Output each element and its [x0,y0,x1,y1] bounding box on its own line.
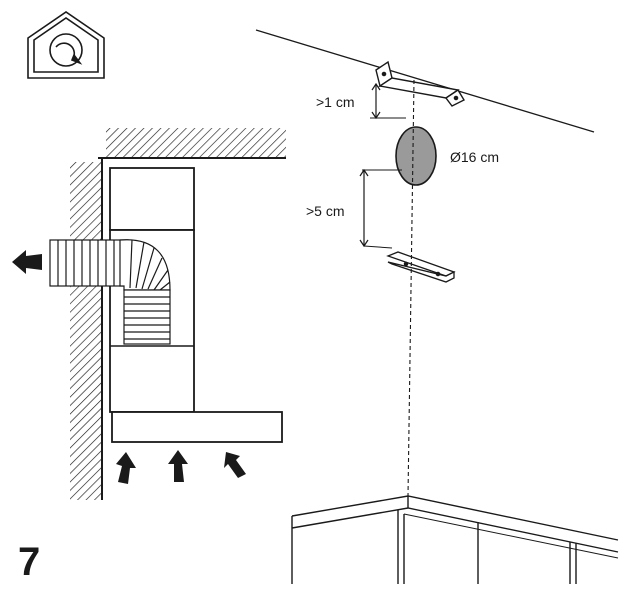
gap-bottom-label: >5 cm [306,203,345,219]
duct-section [395,126,437,186]
centre-line [407,79,415,497]
ceiling-perspective-line [255,29,595,133]
airflow-arrow-icon [168,450,188,482]
step-number: 7 [18,540,41,584]
cabinet-perspective [291,495,619,584]
wall-hatch [70,162,102,500]
flexible-duct-vertical [123,289,171,345]
ceiling-hatch [106,128,286,158]
dimension-gap-top [370,82,406,120]
dimension-gap-bottom [359,168,402,249]
hood-canopy [111,411,283,443]
upper-bracket [375,60,465,107]
flexible-duct-horizontal [49,239,129,287]
duct-diameter-label: Ø16 cm [450,149,500,165]
chimney-upper [109,167,195,231]
ceiling-installation [255,29,619,584]
airflow-arrow-icon [224,452,246,478]
airflow-arrow-icon [12,250,42,274]
flexible-duct-elbow [119,239,171,291]
lower-bracket [386,251,456,283]
recirculation-house-icon [27,11,105,79]
airflow-arrow-icon [116,452,136,484]
hood-side-view [12,128,286,500]
gap-top-label: >1 cm [316,94,355,110]
